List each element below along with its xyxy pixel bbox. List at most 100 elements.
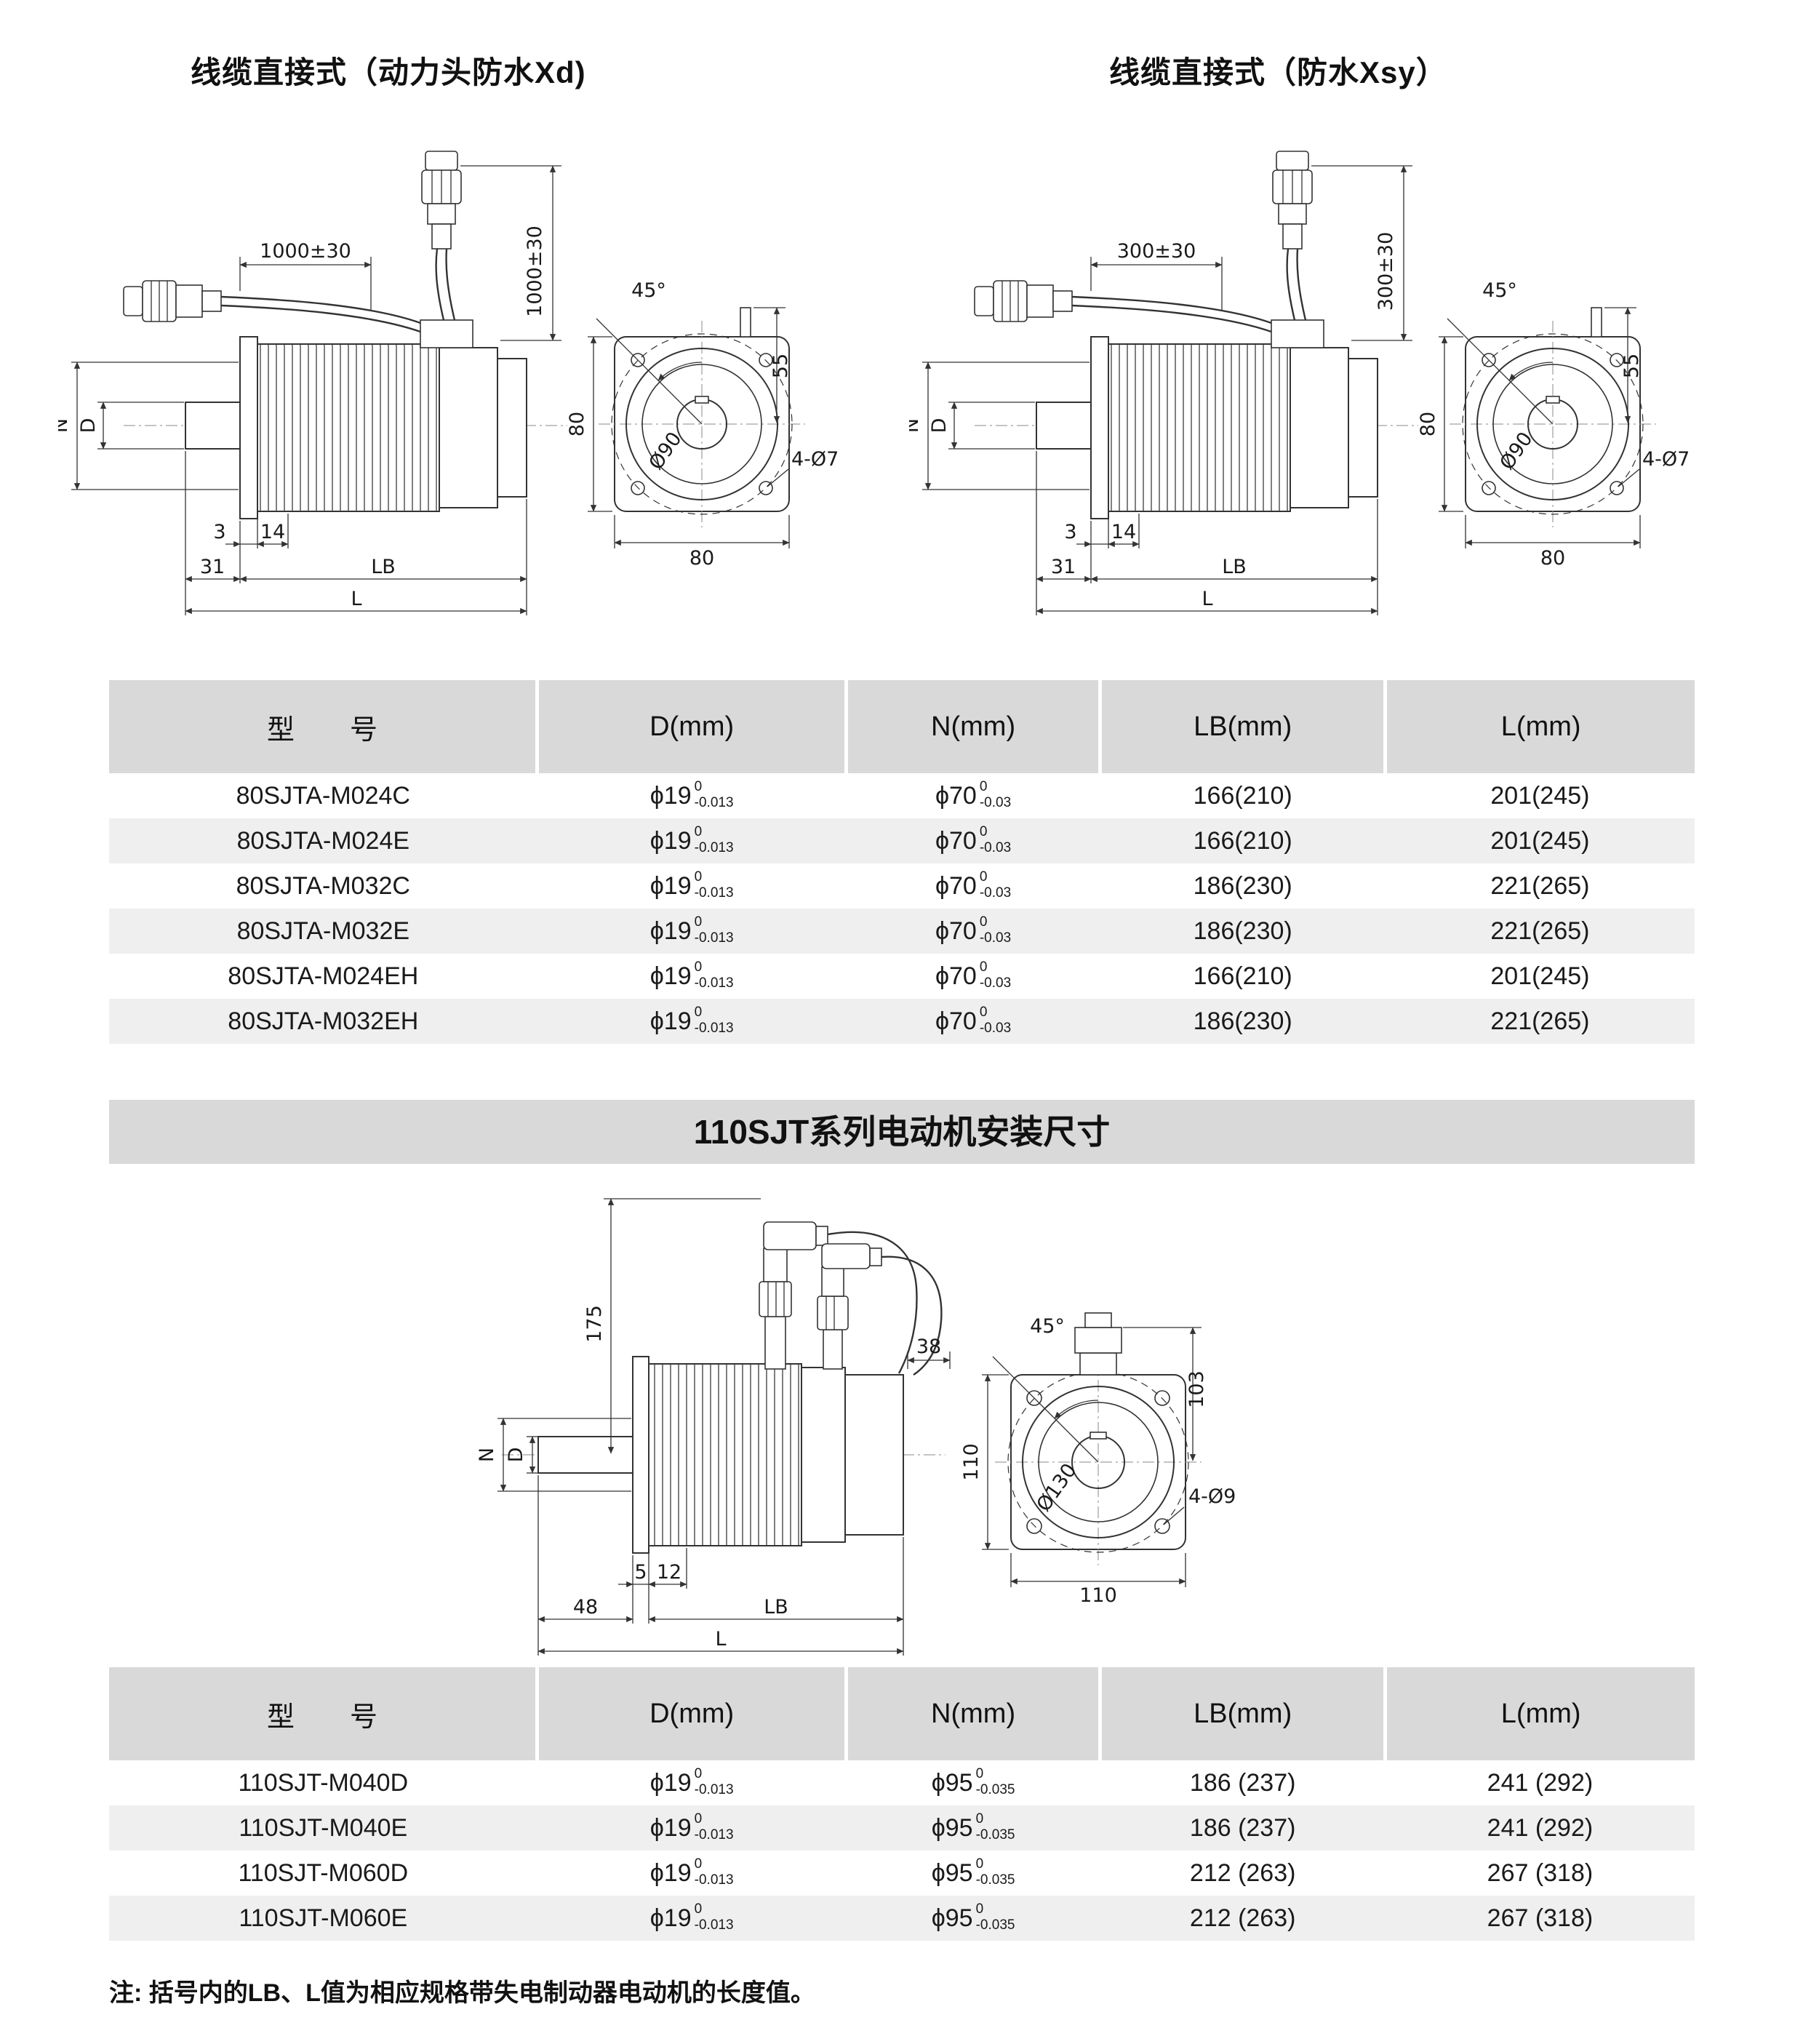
dim-holes-label: 4-Ø9 bbox=[1188, 1485, 1236, 1508]
dim-lb-label: LB bbox=[1222, 556, 1247, 578]
dim-l-label: L bbox=[715, 1628, 726, 1650]
col-header-l: L(mm) bbox=[1383, 680, 1695, 773]
dim-cable-top-label: 1000±30 bbox=[260, 240, 351, 263]
dim-d-label: D bbox=[928, 418, 951, 434]
footnote: 注: 括号内的LB、L值为相应规格带失电制动器电动机的长度值。 bbox=[109, 1979, 815, 2007]
dim-flange-bottom-label: 80 bbox=[1540, 547, 1565, 570]
l-cell: 201(245) bbox=[1490, 781, 1590, 810]
l-cell: 267 (318) bbox=[1487, 1859, 1594, 1887]
dim-14-label: 14 bbox=[260, 521, 285, 543]
dim-l-label: L bbox=[1202, 588, 1212, 610]
lb-cell: 166(210) bbox=[1193, 962, 1292, 990]
dim-3-label: 3 bbox=[213, 521, 225, 543]
drawing-80-xsy: 300±30 300±30 N D 3 14 31 LB L 45° 80 55… bbox=[909, 122, 1690, 653]
dim-lb-label: LB bbox=[371, 556, 396, 578]
dim-holes-label: 4-Ø7 bbox=[791, 448, 839, 471]
lb-cell: 166(210) bbox=[1193, 826, 1292, 855]
col-header-n: N(mm) bbox=[844, 1667, 1100, 1760]
col-header-l: L(mm) bbox=[1383, 1667, 1695, 1760]
dim-n-label: N bbox=[476, 1448, 498, 1462]
dim-flange-left-label: 80 bbox=[566, 412, 588, 436]
dim-flange-left-label: 80 bbox=[1417, 412, 1439, 436]
l-cell: 221(265) bbox=[1490, 871, 1590, 900]
col-header-d: D(mm) bbox=[535, 1667, 847, 1760]
lb-cell: 212 (263) bbox=[1189, 1904, 1296, 1932]
col-header-model: 型 号 bbox=[109, 680, 537, 773]
dim-flange-bottom-label: 110 bbox=[1079, 1584, 1117, 1607]
dim-31-label: 31 bbox=[1051, 556, 1076, 578]
dim-31-label: 31 bbox=[200, 556, 225, 578]
dim-3-label: 3 bbox=[1064, 521, 1076, 543]
l-cell: 201(245) bbox=[1490, 962, 1590, 990]
table-header-row: 型 号 D(mm) N(mm) LB(mm) L(mm) bbox=[109, 1667, 1695, 1760]
dim-cable-side-label: 1000±30 bbox=[524, 225, 546, 317]
model-cell: 80SJTA-M032EH bbox=[228, 1007, 419, 1035]
table-header-row: 型 号 D(mm) N(mm) LB(mm) L(mm) bbox=[109, 680, 1695, 773]
dim-lb-label: LB bbox=[764, 1596, 788, 1618]
model-cell: 110SJT-M060D bbox=[238, 1859, 409, 1887]
dim-cable-top-label: 300±30 bbox=[1117, 240, 1196, 263]
l-cell: 221(265) bbox=[1490, 1007, 1590, 1035]
dim-103-label: 103 bbox=[1186, 1370, 1208, 1408]
dim-48-label: 48 bbox=[573, 1596, 598, 1618]
table-80sjta: 型 号 D(mm) N(mm) LB(mm) L(mm) 80SJTA-M024… bbox=[109, 680, 1695, 1044]
drawing-110: 175 38 N D 5 12 48 LB L 45° 103 110 Ø130… bbox=[476, 1178, 1236, 1658]
dim-angle-label: 45° bbox=[631, 279, 666, 302]
lb-cell: 186 (237) bbox=[1189, 1813, 1296, 1842]
section-title-110sjt: 110SJT系列电动机安装尺寸 bbox=[109, 1100, 1695, 1164]
lb-cell: 186(230) bbox=[1193, 917, 1292, 945]
dim-d-label: D bbox=[77, 418, 100, 434]
col-header-model: 型 号 bbox=[109, 1667, 537, 1760]
dim-flange-left-label: 110 bbox=[960, 1443, 983, 1481]
l-cell: 241 (292) bbox=[1487, 1768, 1594, 1797]
dim-175-label: 175 bbox=[583, 1305, 606, 1343]
lb-cell: 166(210) bbox=[1193, 781, 1292, 810]
l-cell: 241 (292) bbox=[1487, 1813, 1594, 1842]
drawing-80-xd-labels: 1000±30 1000±30 N D 3 14 31 LB L 45° 80 … bbox=[58, 225, 839, 610]
col-header-n: N(mm) bbox=[844, 680, 1100, 773]
dim-angle-label: 45° bbox=[1482, 279, 1517, 302]
col-header-lb: LB(mm) bbox=[1098, 1667, 1386, 1760]
drawing-title-xd: 线缆直接式（动力头防水Xd) bbox=[191, 55, 586, 89]
dim-offset-label: 55 bbox=[769, 354, 792, 378]
drawing-title-xsy: 线缆直接式（防水Xsy） bbox=[1109, 55, 1447, 89]
lb-cell: 186(230) bbox=[1193, 1007, 1292, 1035]
dim-5-label: 5 bbox=[634, 1561, 647, 1584]
model-cell: 80SJTA-M024E bbox=[236, 826, 410, 855]
dim-12-label: 12 bbox=[657, 1561, 681, 1584]
dim-offset-label: 55 bbox=[1620, 354, 1643, 378]
model-cell: 80SJTA-M032E bbox=[236, 917, 410, 945]
lb-cell: 186 (237) bbox=[1189, 1768, 1296, 1797]
dim-l-label: L bbox=[351, 588, 361, 610]
l-cell: 221(265) bbox=[1490, 917, 1590, 945]
model-cell: 80SJTA-M024C bbox=[236, 781, 410, 810]
drawing-80-xsy-labels: 300±30 300±30 N D 3 14 31 LB L 45° 80 55… bbox=[909, 232, 1690, 610]
l-cell: 267 (318) bbox=[1487, 1904, 1594, 1932]
col-header-d: D(mm) bbox=[535, 680, 847, 773]
dim-flange-bottom-label: 80 bbox=[689, 547, 714, 570]
